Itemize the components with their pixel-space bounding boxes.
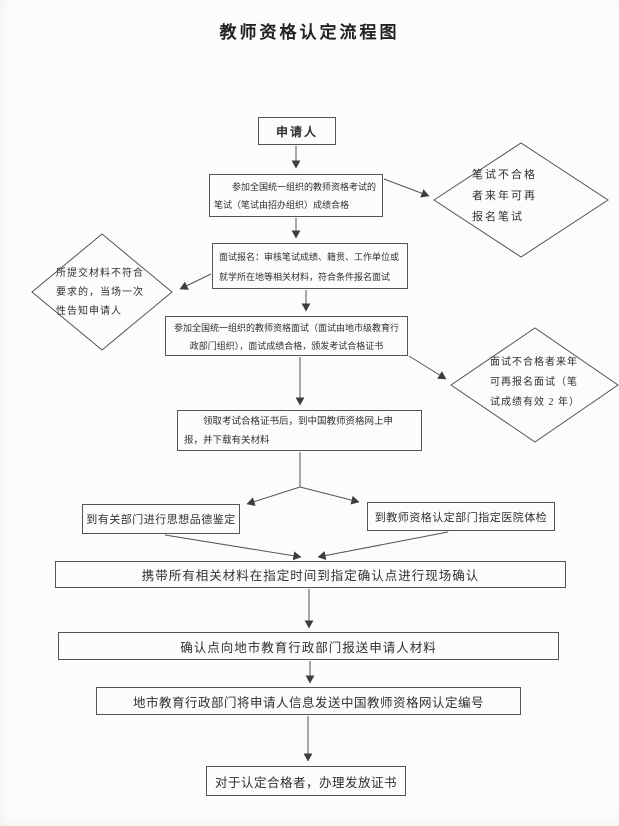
flow-node-interview-fail-label: 面试不合格者来年 可再报名面试（笔 试成绩有效 2 年） [490, 357, 580, 408]
flow-node-material-reject-label: 所提交材料不符合 要求的，当场一次 性告知申请人 [56, 268, 144, 317]
diamond-written-fail-shape [433, 142, 609, 258]
flow-node-interview-signup: 面试报名：审核笔试成绩、籍贯、工作单位或 就学所在地等相关材料，符合条件报名面试 [212, 243, 408, 289]
flow-node-written-exam: 参加全国统一组织的教师资格考试的 笔试（笔试由招办组织）成绩合格 [209, 174, 383, 217]
arrow-written-to-fail-diamond [383, 178, 430, 198]
flow-node-physical-check: 到教师资格认定部门指定医院体检 [367, 502, 555, 531]
flow-node-interview-exam: 参加全国统一组织的教师资格面试（面试由地市级教育行 政部门组织），面试成绩合格，… [165, 316, 408, 356]
diamond-interview-fail-shape [450, 327, 619, 443]
flow-node-send-info: 地市教育行政部门将申请人信息发送中国教师资格网认定编号 [96, 687, 521, 715]
arrow-split-to-moral [246, 486, 301, 506]
arrow-signup-to-reject-diamond [179, 273, 212, 290]
arrow-interview-to-fail-diamond [408, 355, 447, 380]
diamond-material-reject-shape [31, 233, 173, 351]
flow-node-written-fail-label: 笔试不合格 者来年可再 报名笔试 [472, 169, 537, 223]
flow-node-issue-cert: 对于认定合格者，办理发放证书 [206, 766, 406, 796]
flow-node-submit-materials: 确认点向地市教育行政部门报送申请人材料 [58, 632, 559, 660]
flow-node-applicant: 申请人 [258, 117, 336, 145]
flow-node-moral-check: 到有关部门进行思想品德鉴定 [82, 504, 240, 534]
flow-node-online-apply: 领取考试合格证书后，到中国教师资格网上申 报，并下载有关材料 [177, 410, 422, 451]
arrow-physical-to-onsite [317, 531, 449, 560]
arrow-split-to-physical [299, 486, 360, 505]
arrow-moral-to-onsite [164, 534, 302, 561]
flow-node-onsite-confirm: 携带所有相关材料在指定时间到指定确认点进行现场确认 [55, 561, 566, 588]
page-title: 教师资格认定流程图 [219, 23, 400, 42]
